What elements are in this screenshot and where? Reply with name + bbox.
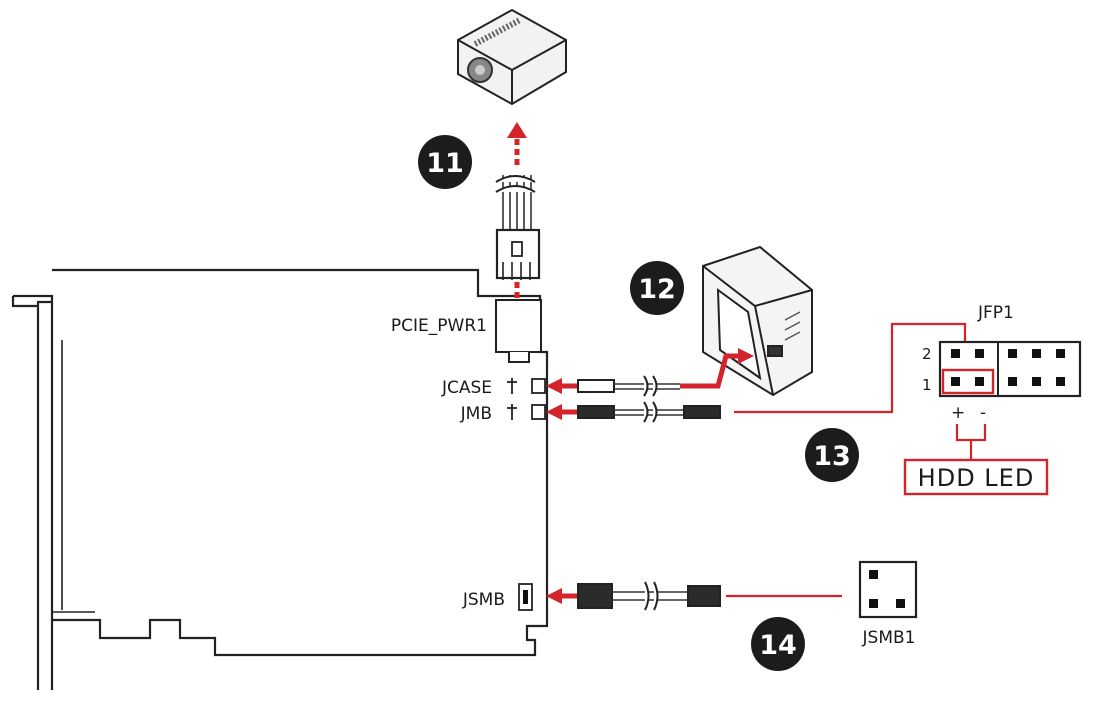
jfp1-row2-label: 2 — [922, 345, 932, 363]
svg-text:13: 13 — [813, 441, 851, 472]
step-badge-13: 13 — [805, 428, 859, 482]
jcase-cable — [546, 348, 754, 397]
hdd-led-bracket — [955, 424, 987, 460]
pcie-pwr-label: PCIE_PWR1 — [391, 316, 487, 336]
svg-text:14: 14 — [759, 630, 797, 661]
jsmb1-header — [858, 560, 918, 619]
step-badge-11: 11 — [418, 135, 472, 189]
jfp1-plus-label: + — [951, 403, 965, 423]
jsmb-label: JSMB — [462, 590, 505, 610]
svg-text:11: 11 — [426, 148, 464, 179]
psu-cable — [495, 122, 541, 324]
step-badge-14: 14 — [751, 617, 805, 671]
hdd-led-box: HDD LED — [903, 458, 1049, 496]
jfp1-label: JFP1 — [977, 303, 1014, 323]
jsmb1-label: JSMB1 — [862, 628, 916, 648]
svg-text:HDD LED: HDD LED — [918, 464, 1035, 492]
jfp1-minus-label: - — [980, 403, 986, 423]
jmb-label: JMB — [460, 404, 492, 424]
jmb-cable — [546, 322, 967, 423]
jsmb-cable — [546, 581, 842, 611]
jcase-header — [507, 378, 546, 394]
step-badge-12: 12 — [630, 261, 684, 315]
power-supply-icon — [457, 8, 567, 106]
pcie-pwr-header — [495, 299, 542, 363]
card-bracket — [13, 294, 54, 690]
jmb-header — [507, 404, 546, 420]
jsmb-header — [518, 583, 533, 611]
jcase-label: JCASE — [441, 378, 492, 398]
svg-text:12: 12 — [638, 274, 676, 305]
jfp1-row1-label: 1 — [922, 376, 932, 394]
jfp1-header — [938, 340, 1082, 398]
